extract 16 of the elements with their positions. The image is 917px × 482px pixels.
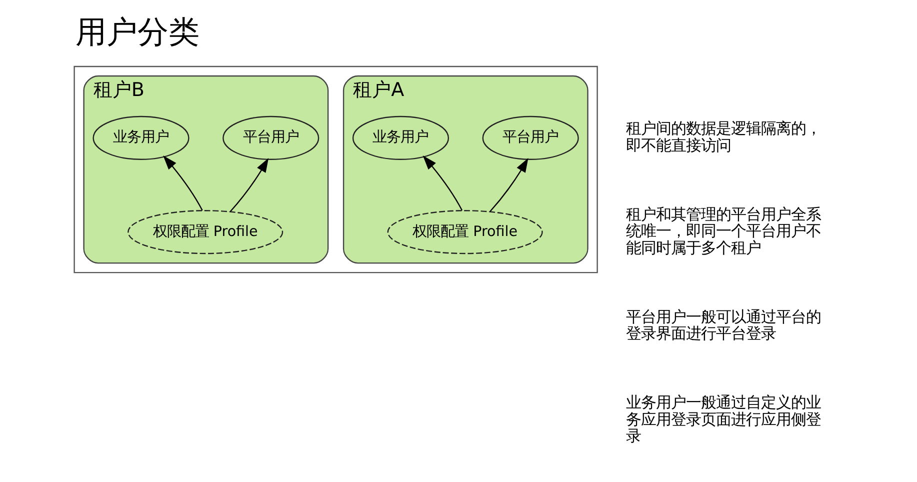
node-ellipse: 业务用户 [352, 116, 449, 160]
arrow [422, 155, 463, 211]
node-ellipse: 平台用户 [482, 116, 579, 160]
label: 业务用户一般通过自定义的业务应用登录页面进行应用侧登录 [626, 394, 821, 446]
node-ellipse: 平台用户 [222, 116, 320, 160]
node-ellipse: 业务用户 [92, 116, 190, 160]
node-ellipse: 权限配置 Profile [128, 210, 284, 254]
arrow [163, 155, 203, 211]
node-ellipse: 权限配置 Profile [387, 210, 543, 254]
cluster [74, 66, 598, 274]
label: 租户和其管理的平台用户全系统唯一，即同一个平台用户不能同时属于多个租户 [626, 205, 821, 257]
arrow [230, 158, 269, 212]
label: 平台用户一般可以通过平台的登录界面进行平台登录 [626, 308, 821, 343]
label: 租户间的数据是逻辑隔离的，即不能直接访问 [626, 120, 821, 154]
diagram-title: 用户分类 [75, 14, 200, 50]
arrow [490, 158, 528, 212]
